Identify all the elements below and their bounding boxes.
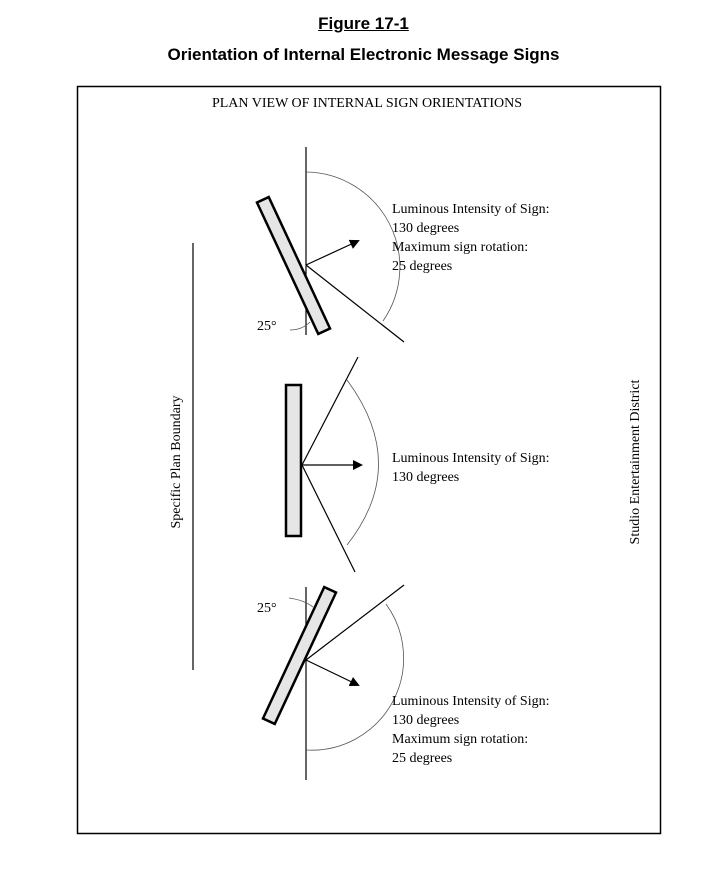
sign-straight: Luminous Intensity of Sign: 130 degrees bbox=[284, 356, 550, 573]
figure-number: Figure 17-1 bbox=[318, 14, 409, 33]
sign-caption: Luminous Intensity of Sign: bbox=[392, 694, 550, 709]
sign-caption: 130 degrees bbox=[392, 221, 459, 236]
sign-panel bbox=[284, 383, 303, 538]
angle-label: 25° bbox=[257, 601, 277, 616]
sign-caption: 25 degrees bbox=[392, 751, 452, 766]
sign-caption: Luminous Intensity of Sign: bbox=[392, 202, 550, 217]
sign-panel bbox=[261, 585, 338, 726]
sign-rotated-right: 25° Luminous Intensity of Sign: 130 degr… bbox=[257, 584, 550, 780]
sign-caption: Maximum sign rotation: bbox=[392, 240, 528, 255]
sign-caption: Maximum sign rotation: bbox=[392, 732, 528, 747]
sign-caption: 130 degrees bbox=[392, 470, 459, 485]
sign-rotated-left: 25° Luminous Intensity of Sign: 130 degr… bbox=[255, 147, 550, 343]
figure-title: Orientation of Internal Electronic Messa… bbox=[167, 45, 560, 64]
left-label: Specific Plan Boundary bbox=[169, 396, 184, 529]
diagram-heading: PLAN VIEW OF INTERNAL SIGN ORIENTATIONS bbox=[212, 96, 522, 111]
direction-arrow bbox=[305, 239, 360, 266]
direction-arrow bbox=[305, 659, 360, 687]
sign-panel bbox=[255, 195, 332, 336]
sign-caption: Luminous Intensity of Sign: bbox=[392, 451, 550, 466]
sign-caption: 25 degrees bbox=[392, 259, 452, 274]
sign-caption: 130 degrees bbox=[392, 713, 459, 728]
right-label: Studio Entertainment District bbox=[628, 379, 643, 544]
angle-label: 25° bbox=[257, 319, 277, 334]
diagram-border bbox=[76, 85, 662, 835]
